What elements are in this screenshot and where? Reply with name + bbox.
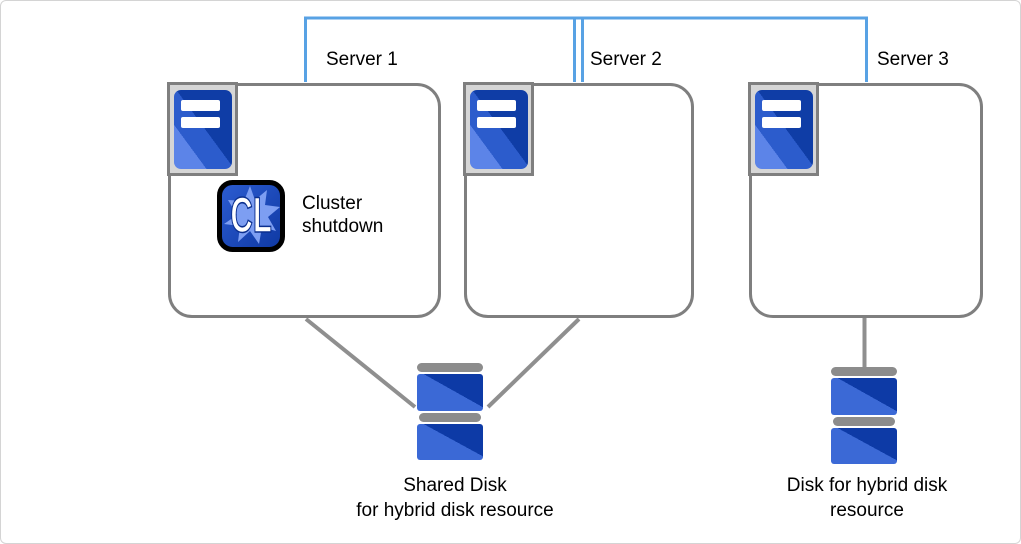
shared-disk-label-line1: Shared Disk bbox=[403, 475, 507, 496]
cl-icon-text: CL bbox=[230, 186, 271, 242]
shared-disk-label-line2: for hybrid disk resource bbox=[356, 500, 554, 521]
server-tower-glyph bbox=[173, 89, 232, 169]
interconnect-line bbox=[304, 16, 868, 82]
server1-label: Server 1 bbox=[326, 49, 398, 70]
hybrid-disk-icon bbox=[831, 367, 897, 464]
cl-cluster-icon: CL bbox=[217, 180, 285, 252]
server-tower-glyph bbox=[469, 89, 528, 169]
shared-disk-label: Shared Disk for hybrid disk resource bbox=[335, 473, 575, 523]
server1-box bbox=[168, 83, 441, 318]
disk-connection-lines bbox=[304, 317, 867, 409]
server3-tower-icon bbox=[748, 82, 819, 176]
server2-tower-icon bbox=[463, 82, 534, 176]
server-tower-glyph bbox=[754, 89, 813, 169]
cl-star-shape bbox=[224, 186, 280, 244]
server3-label: Server 3 bbox=[877, 49, 949, 70]
hybrid-disk-label-line1: Disk for hybrid disk bbox=[786, 475, 948, 496]
shared-disk-icon bbox=[417, 363, 483, 460]
cluster-shutdown-label: Cluster shutdown bbox=[302, 193, 384, 237]
server1-tower-icon bbox=[167, 82, 238, 176]
server2-label: Server 2 bbox=[590, 49, 662, 70]
hybrid-disk-label-line2: resource bbox=[830, 500, 904, 521]
hybrid-disk-label: Disk for hybrid disk resource bbox=[747, 473, 987, 523]
